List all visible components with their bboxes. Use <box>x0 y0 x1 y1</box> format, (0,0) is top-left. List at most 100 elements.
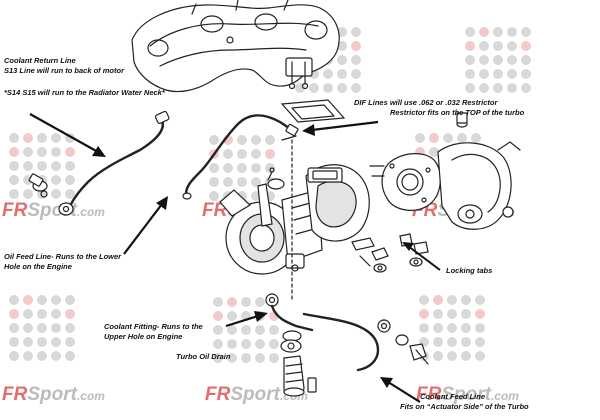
label-coolant-return-title: Coolant Return Line <box>4 56 76 65</box>
leader-lines <box>281 135 297 301</box>
watermark-dot <box>9 295 19 305</box>
svg-text:FRSport.com: FRSport.com <box>416 384 519 405</box>
watermark-dot <box>9 189 19 199</box>
watermark-dot <box>23 337 33 347</box>
watermark-dot <box>507 27 517 37</box>
watermark-dot <box>23 133 33 143</box>
watermark-dot <box>237 149 247 159</box>
watermark-dot <box>213 353 223 363</box>
watermark-dot <box>65 147 75 157</box>
watermark-dot <box>419 295 429 305</box>
watermark-dot <box>447 337 457 347</box>
watermark-dot <box>251 149 261 159</box>
watermark-dot <box>265 135 275 145</box>
watermark-dot <box>447 295 457 305</box>
label-coolant-feed-title: Coolant Feed Line <box>420 392 486 401</box>
watermark-dot <box>51 161 61 171</box>
watermark-dot <box>351 83 361 93</box>
watermark-dot <box>23 161 33 171</box>
watermark-dot <box>241 353 251 363</box>
watermark-dot <box>9 175 19 185</box>
watermark-dot <box>51 175 61 185</box>
watermark-dot <box>51 189 61 199</box>
arrow-locking-tabs <box>402 242 441 271</box>
watermark-dot <box>213 325 223 335</box>
watermark-dot <box>507 55 517 65</box>
watermark-dot <box>419 309 429 319</box>
watermark-dot <box>461 351 471 361</box>
watermark-dot <box>209 177 219 187</box>
watermark-dot <box>65 337 75 347</box>
watermark-dot <box>337 83 347 93</box>
watermark-dot <box>475 295 485 305</box>
arrow-oil-feed <box>123 196 168 255</box>
watermark-dot <box>37 323 47 333</box>
callout-arrows <box>29 113 441 403</box>
watermark-dot <box>209 135 219 145</box>
watermark-dot <box>337 69 347 79</box>
watermark-dot <box>241 339 251 349</box>
watermark-logo: FRSport.com <box>416 384 519 405</box>
watermark-dot <box>37 351 47 361</box>
watermark-logo: FRSport.com <box>2 384 105 405</box>
watermark-dot <box>521 41 531 51</box>
watermark-dot <box>251 177 261 187</box>
svg-text:FRSport.com: FRSport.com <box>2 384 105 405</box>
watermark-dot <box>475 309 485 319</box>
watermark-dot <box>23 309 33 319</box>
watermark-dot <box>9 323 19 333</box>
watermark-dot <box>351 27 361 37</box>
watermark-dot <box>9 309 19 319</box>
watermark-dot <box>479 27 489 37</box>
watermark-dot <box>493 41 503 51</box>
watermark-dot <box>465 83 475 93</box>
watermark-dot <box>255 339 265 349</box>
watermark-dot <box>337 55 347 65</box>
watermark-dot <box>227 339 237 349</box>
watermark-dot <box>227 311 237 321</box>
watermark-dot <box>493 69 503 79</box>
watermark-dot <box>521 69 531 79</box>
watermark-dot <box>265 163 275 173</box>
watermark-dot <box>465 27 475 37</box>
watermark-dot <box>209 163 219 173</box>
watermark-dot <box>479 55 489 65</box>
svg-text:FRSport.com: FRSport.com <box>2 200 105 221</box>
watermark-dot <box>251 135 261 145</box>
watermark-dot <box>433 309 443 319</box>
watermark-dot <box>447 323 457 333</box>
watermark-dot <box>479 83 489 93</box>
watermark-dot <box>461 337 471 347</box>
watermark-dot <box>65 309 75 319</box>
watermark-dot <box>37 309 47 319</box>
watermark-dot <box>255 353 265 363</box>
locking-tabs <box>351 233 429 273</box>
watermark-dot <box>51 133 61 143</box>
watermark-dot <box>255 325 265 335</box>
watermark-dot <box>465 41 475 51</box>
watermark-dot <box>351 41 361 51</box>
watermark-dot <box>429 133 439 143</box>
watermark-dot <box>23 147 33 157</box>
watermark-dot <box>475 323 485 333</box>
label-locking-tabs: Locking tabs <box>446 266 493 275</box>
label-coolant-return-note-s14: *S14 S15 will run to the Radiator Water … <box>4 88 165 97</box>
watermark-dot <box>475 351 485 361</box>
watermark-dot <box>65 189 75 199</box>
watermark-dot <box>415 133 425 143</box>
watermark-dot <box>493 27 503 37</box>
watermark-dot <box>9 337 19 347</box>
watermark-dot <box>37 161 47 171</box>
watermark-dot-grid <box>9 295 75 361</box>
watermark-dot <box>493 55 503 65</box>
watermark-dot <box>23 323 33 333</box>
watermark-dot <box>37 147 47 157</box>
watermark-dot <box>51 337 61 347</box>
watermark-dot <box>507 83 517 93</box>
watermark-dot <box>223 177 233 187</box>
watermark-dot <box>227 325 237 335</box>
watermark-dot <box>323 83 333 93</box>
watermark-dot <box>65 323 75 333</box>
watermark-dot-grid <box>213 297 279 363</box>
watermark-dot <box>457 133 467 143</box>
